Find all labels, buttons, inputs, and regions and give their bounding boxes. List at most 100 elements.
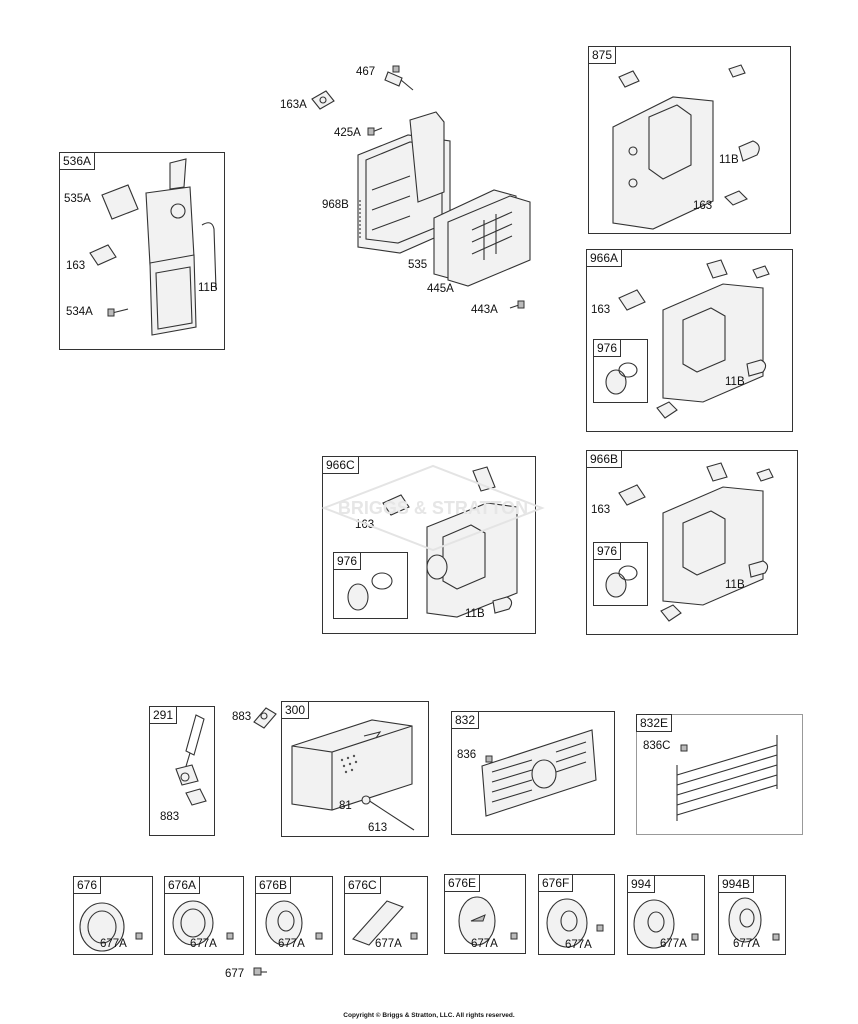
label-875-11B: 11B bbox=[719, 154, 739, 166]
label-163A: 163A bbox=[280, 99, 307, 111]
label-676A-677A: 677A bbox=[190, 938, 217, 950]
label-534A: 534A bbox=[66, 306, 93, 318]
panel-tag-676F: 676F bbox=[538, 874, 574, 892]
part-163A-drawing bbox=[311, 90, 335, 110]
panel-875: 875 11B 163 bbox=[588, 46, 791, 234]
panel-875-drawing bbox=[612, 64, 760, 230]
subpanel-976-b: 976 bbox=[593, 542, 648, 606]
panel-tag-676A: 676A bbox=[164, 876, 201, 894]
label-425A: 425A bbox=[334, 127, 361, 139]
panel-676E-drawing bbox=[458, 896, 518, 946]
panel-tag-966C: 966C bbox=[322, 456, 359, 474]
label-883-outer: 883 bbox=[232, 711, 252, 723]
panel-tag-676C: 676C bbox=[344, 876, 381, 894]
part-883-gasket-drawing bbox=[253, 707, 277, 729]
panel-832E-drawing bbox=[676, 735, 778, 821]
panel-tag-832E: 832E bbox=[636, 714, 673, 732]
label-966B-163: 163 bbox=[591, 504, 611, 516]
label-443A: 443A bbox=[471, 304, 498, 316]
panel-966B-drawing bbox=[618, 462, 774, 622]
panel-tag-966A: 966A bbox=[586, 249, 623, 267]
panel-tag-676: 676 bbox=[73, 876, 102, 894]
panel-676B-drawing bbox=[265, 900, 323, 946]
panel-676E: 676E 677A bbox=[444, 874, 526, 954]
panel-676F-drawing bbox=[546, 898, 604, 948]
label-535: 535 bbox=[408, 259, 428, 271]
part-445A-filter-drawing bbox=[433, 189, 531, 287]
label-966C-11B: 11B bbox=[465, 608, 485, 620]
panel-291-drawing bbox=[175, 714, 207, 806]
part-425A-drawing bbox=[367, 127, 383, 136]
label-613: 613 bbox=[368, 822, 388, 834]
label-966A-11B: 11B bbox=[725, 376, 745, 388]
label-836C: 836C bbox=[643, 740, 671, 752]
panel-966C-drawing bbox=[382, 466, 518, 618]
panel-676: 676 677A bbox=[73, 876, 153, 955]
subpanel-tag-976-a: 976 bbox=[593, 339, 622, 357]
panel-tag-966B: 966B bbox=[586, 450, 623, 468]
panel-676F: 676F 677A bbox=[538, 874, 615, 955]
label-676E-677A: 677A bbox=[471, 938, 498, 950]
panel-291: 291 883 bbox=[149, 706, 215, 836]
panel-tag-536A: 536A bbox=[59, 152, 96, 170]
panel-966B: 966B 163 11B 976 bbox=[586, 450, 798, 635]
panel-tag-300: 300 bbox=[281, 701, 310, 719]
label-836: 836 bbox=[457, 749, 477, 761]
panel-676B: 676B 677A bbox=[255, 876, 333, 955]
panel-300: 300 81 613 bbox=[281, 701, 429, 837]
panel-536A-drawing bbox=[89, 158, 217, 336]
panel-tag-676B: 676B bbox=[255, 876, 292, 894]
watermark-text: BRIGGS & STRATTON bbox=[338, 498, 528, 518]
panel-832E: 832E 836C bbox=[636, 714, 803, 835]
panel-994: 994 677A bbox=[627, 875, 705, 955]
subpanel-976-a-drawing bbox=[605, 362, 638, 395]
panel-tag-676E: 676E bbox=[444, 874, 481, 892]
subpanel-976-b-drawing bbox=[605, 565, 638, 598]
label-81: 81 bbox=[339, 800, 352, 812]
label-994-677A: 677A bbox=[660, 938, 687, 950]
label-994B-677A: 677A bbox=[733, 938, 760, 950]
panel-966A: 966A 163 11B 976 bbox=[586, 249, 793, 432]
label-676F-677A: 677A bbox=[565, 939, 592, 951]
part-443A-drawing bbox=[509, 300, 525, 309]
label-445A: 445A bbox=[427, 283, 454, 295]
label-676B-677A: 677A bbox=[278, 938, 305, 950]
label-676-677A: 677A bbox=[100, 938, 127, 950]
panel-832: 832 836 bbox=[451, 711, 615, 835]
subpanel-976-c-drawing bbox=[347, 572, 393, 611]
panel-994B: 994B 677A bbox=[718, 875, 786, 955]
panel-300-drawing bbox=[291, 719, 415, 831]
label-536A-11B: 11B bbox=[198, 282, 218, 294]
panel-832-drawing bbox=[481, 729, 597, 817]
part-677-drawing bbox=[253, 967, 267, 976]
panel-966C: 966C 163 11B 976 bbox=[322, 456, 536, 634]
subpanel-tag-976-c: 976 bbox=[333, 552, 362, 570]
panel-tag-994B: 994B bbox=[718, 875, 755, 893]
panel-676C: 676C 677A bbox=[344, 876, 428, 955]
label-966B-11B: 11B bbox=[725, 579, 745, 591]
label-966A-163: 163 bbox=[591, 304, 611, 316]
panel-tag-832: 832 bbox=[451, 711, 480, 729]
label-883-inner: 883 bbox=[160, 811, 180, 823]
brand-watermark: BRIGGS & STRATTON bbox=[321, 464, 545, 552]
label-535A: 535A bbox=[64, 193, 91, 205]
subpanel-tag-976-b: 976 bbox=[593, 542, 622, 560]
label-677: 677 bbox=[225, 968, 245, 980]
panel-676C-drawing bbox=[352, 900, 418, 946]
subpanel-976-a: 976 bbox=[593, 339, 648, 403]
panel-676A: 676A 677A bbox=[164, 876, 244, 955]
copyright-notice: Copyright © Briggs & Stratton, LLC. All … bbox=[343, 1012, 515, 1019]
panel-676-drawing bbox=[79, 902, 143, 952]
panel-994B-drawing bbox=[728, 897, 780, 943]
subpanel-976-c: 976 bbox=[333, 552, 408, 619]
label-875-163: 163 bbox=[693, 200, 713, 212]
label-676C-677A: 677A bbox=[375, 938, 402, 950]
panel-tag-875: 875 bbox=[588, 46, 617, 64]
panel-tag-291: 291 bbox=[149, 706, 178, 724]
panel-966A-drawing bbox=[618, 259, 770, 419]
label-968B: 968B bbox=[322, 199, 349, 211]
label-467: 467 bbox=[356, 66, 376, 78]
panel-676A-drawing bbox=[172, 900, 234, 946]
panel-tag-994: 994 bbox=[627, 875, 656, 893]
